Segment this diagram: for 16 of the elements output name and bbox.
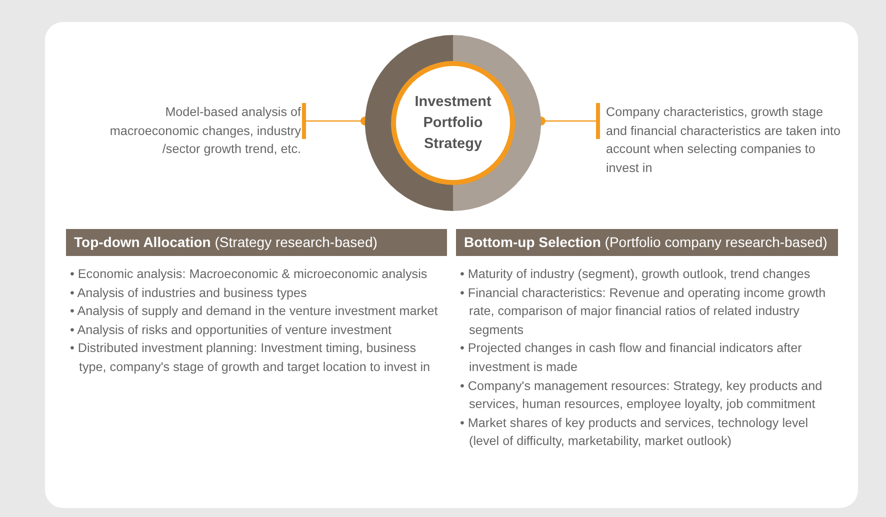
bullet-item: • Market shares of key products and services, technology level (level of difficulty, marketability, market outlook) xyxy=(460,414,810,450)
section-header: Top-down Allocation (Strategy research-based) xyxy=(66,229,447,256)
bullet-item: • Projected changes in cash flow and financial indicators after investment is made xyxy=(460,340,803,376)
bullet-item: • Financial characteristics: Revenue and operating income growth rate, comparison of major financial ratios of related industry segments xyxy=(460,284,827,339)
note-text: Model-based analysis of macroeconomic changes, industry /sector growth trend, etc. xyxy=(90,103,301,158)
strategy-circle xyxy=(365,35,541,211)
bullet-item: • Analysis of risks and opportunities of venture investment xyxy=(70,322,393,339)
bullet-item: • Distributed investment planning: Investment timing, business type, company's stage of growth and target location to invest in xyxy=(70,340,432,376)
bullet-item: • Economic analysis: Macroeconomic & microeconomic analysis xyxy=(70,266,428,283)
bullet-item: • Analysis of industries and business types xyxy=(70,284,308,302)
circle-title: Investment Portfolio Strategy xyxy=(414,92,492,154)
note-text: Company characteristics, growth stage and financial characteristics are taken into account when selecting companies to invest in xyxy=(606,103,846,177)
section-header: Bottom-up Selection (Portfolio company research-based) xyxy=(456,229,838,256)
bullet-item: • Analysis of supply and demand in the venture investment market xyxy=(70,303,439,320)
bullet-item: • Company's management resources: Strategy, key products and services, human resources, employee loyalty, job commitment xyxy=(460,378,824,414)
bullet-item: • Maturity of industry (segment), growth outlook, trend changes xyxy=(460,266,812,283)
